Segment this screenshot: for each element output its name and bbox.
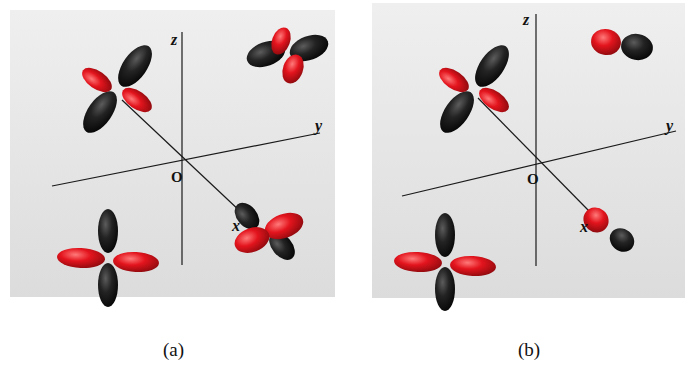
orbital-shape — [57, 209, 160, 307]
axis-label: x — [232, 218, 240, 234]
orbital-lobe — [433, 85, 480, 138]
orbital-lobe — [57, 247, 106, 269]
orbital-lobe — [111, 39, 158, 92]
orbital-lobe — [435, 213, 455, 257]
axis-label: y — [315, 118, 322, 134]
axis-line — [402, 131, 676, 196]
axis-line — [535, 14, 536, 266]
orbital-lobe — [98, 209, 118, 253]
orbital-lobe — [78, 63, 116, 97]
orbital-lobe — [118, 83, 156, 117]
axis-label: z — [523, 12, 529, 28]
orbital-lobe — [619, 31, 655, 62]
orbital-lobe — [113, 251, 160, 273]
axis-line — [181, 32, 182, 265]
orbital-lobe — [468, 39, 515, 92]
panel-caption: (b) — [518, 340, 540, 359]
orbital-shape — [230, 198, 307, 265]
orbital-lobe — [268, 25, 294, 57]
panel-ground — [10, 10, 335, 297]
orbital-lobe — [98, 263, 118, 307]
orbital-lobe — [278, 51, 307, 86]
orbital-lobe — [394, 251, 443, 273]
axis-label: x — [580, 219, 588, 235]
orbital-lobe — [435, 267, 455, 311]
axis-line — [478, 98, 590, 212]
orbital-shape — [578, 202, 639, 256]
origin-label: O — [171, 170, 183, 185]
origin-label: O — [527, 172, 539, 187]
axis-label: y — [666, 118, 673, 134]
orbital-lobe — [475, 83, 513, 117]
orbital-lobe — [435, 63, 473, 97]
orbital-shape — [589, 27, 655, 63]
axis-label: z — [171, 32, 177, 48]
panel-caption: (a) — [163, 340, 184, 359]
orbital-shape — [433, 39, 515, 138]
orbital-shape — [243, 25, 332, 87]
orbital-lobe — [589, 27, 623, 58]
orbital-shape — [394, 213, 497, 311]
orbital-shape — [76, 39, 158, 138]
orbital-lobe — [605, 223, 639, 257]
orbital-lobe — [76, 85, 123, 138]
orbital-lobe — [450, 255, 497, 277]
orbital-lobe — [578, 202, 613, 237]
panel-ground — [372, 3, 685, 298]
axis-line — [122, 100, 242, 213]
